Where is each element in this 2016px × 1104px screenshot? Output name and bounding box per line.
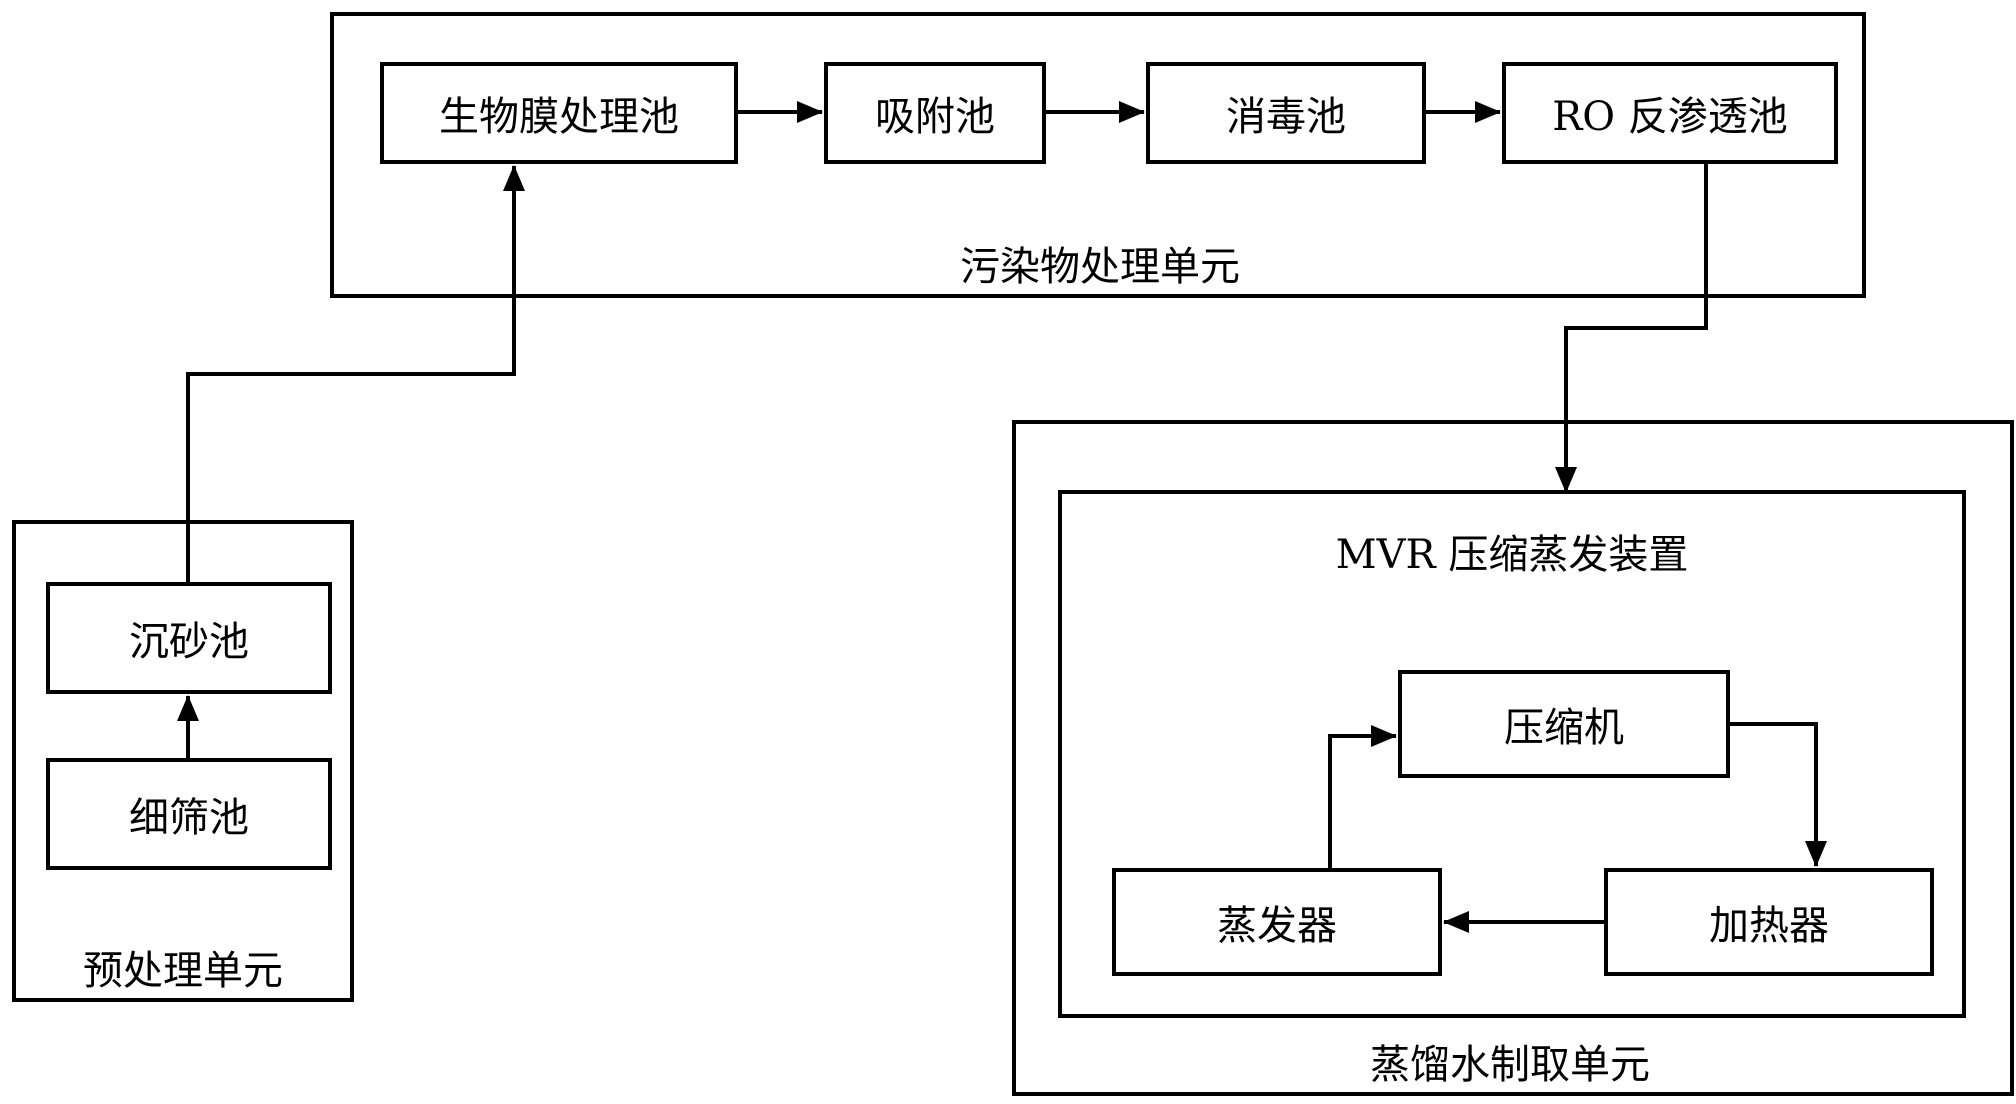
heater-node: 加热器 xyxy=(1604,868,1934,976)
pretreatment-unit-label: 预处理单元 xyxy=(83,948,283,994)
heater-label: 加热器 xyxy=(1709,903,1829,949)
compressor-node: 压缩机 xyxy=(1398,670,1730,778)
ro-tank-label: RO 反渗透池 xyxy=(1552,94,1788,140)
biofilm-tank-label: 生物膜处理池 xyxy=(439,94,679,140)
ro-tank-node: RO 反渗透池 xyxy=(1502,62,1838,164)
distilled-water-unit-label: 蒸馏水制取单元 xyxy=(1370,1042,1650,1088)
arrow-compressor-to-heater xyxy=(1730,722,1827,867)
arrow-grit-to-biofilm xyxy=(186,165,525,582)
grit-tank-node: 沉砂池 xyxy=(46,582,332,694)
mvr-device xyxy=(1058,490,1966,1018)
pollutant-treatment-unit xyxy=(330,12,1866,298)
pretreatment-unit xyxy=(12,520,354,1002)
fine-screen-tank-label: 细筛池 xyxy=(129,795,249,841)
arrow-ro-to-mvr xyxy=(1555,164,1708,493)
pollutant-treatment-unit-label: 污染物处理单元 xyxy=(960,244,1240,290)
adsorption-tank-label: 吸附池 xyxy=(875,94,995,140)
compressor-label: 压缩机 xyxy=(1504,705,1624,751)
arrow-evaporator-to-compressor xyxy=(1328,725,1397,868)
disinfection-tank-node: 消毒池 xyxy=(1146,62,1426,164)
fine-screen-tank-node: 细筛池 xyxy=(46,758,332,870)
grit-tank-label: 沉砂池 xyxy=(129,619,249,665)
evaporator-node: 蒸发器 xyxy=(1112,868,1442,976)
disinfection-tank-label: 消毒池 xyxy=(1226,94,1346,140)
distilled-water-unit xyxy=(1012,420,2014,1096)
biofilm-tank-node: 生物膜处理池 xyxy=(380,62,738,164)
evaporator-label: 蒸发器 xyxy=(1217,903,1337,949)
adsorption-tank-node: 吸附池 xyxy=(824,62,1046,164)
mvr-device-label: MVR 压缩蒸发装置 xyxy=(1335,532,1689,578)
